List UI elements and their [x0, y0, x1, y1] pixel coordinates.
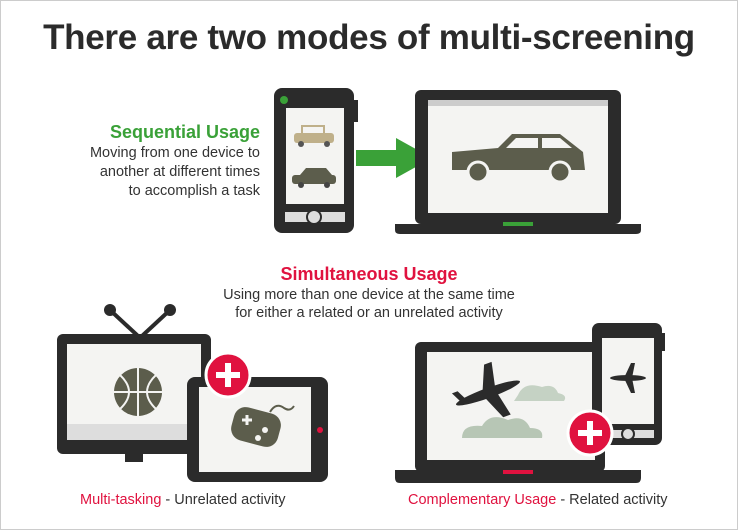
- tv-icon: [57, 304, 211, 462]
- plus-icon: [204, 351, 252, 399]
- caption-complementary: Complementary Usage - Related activity: [408, 492, 668, 508]
- laptop-icon: [395, 342, 641, 483]
- simultaneous-line: Using more than one device at the same t…: [223, 287, 515, 303]
- sequential-heading: Sequential Usage: [109, 122, 260, 142]
- airplane-icon: [451, 361, 520, 418]
- plus-icon: [566, 409, 614, 457]
- gamepad-icon: [231, 404, 295, 447]
- caption-highlight: Complementary Usage: [408, 492, 557, 508]
- page-title: There are two modes of multi-screening: [43, 18, 695, 57]
- simultaneous-heading: Simultaneous Usage: [280, 264, 458, 284]
- simultaneous-usage-block: Simultaneous Usage Using more than one d…: [0, 262, 738, 322]
- caption-multitasking: Multi-tasking - Unrelated activity: [80, 492, 286, 508]
- arrow-right-icon: [356, 138, 432, 178]
- phone-icon: [592, 323, 665, 445]
- tablet-icon: [187, 377, 328, 482]
- caption-text: - Unrelated activity: [161, 492, 286, 508]
- caption-highlight: Multi-tasking: [80, 492, 162, 508]
- sequential-line: another at different times: [99, 164, 260, 180]
- caption-text: - Related activity: [556, 492, 668, 508]
- phone-icon: [274, 88, 358, 233]
- sequential-line: Moving from one device to: [89, 145, 260, 161]
- sequential-usage-block: Sequential Usage Moving from one device …: [90, 120, 260, 201]
- airplane-icon: [610, 363, 646, 393]
- sequential-line: to accomplish a task: [128, 183, 260, 199]
- simultaneous-line: for either a related or an unrelated act…: [235, 305, 503, 321]
- laptop-icon: [395, 90, 641, 234]
